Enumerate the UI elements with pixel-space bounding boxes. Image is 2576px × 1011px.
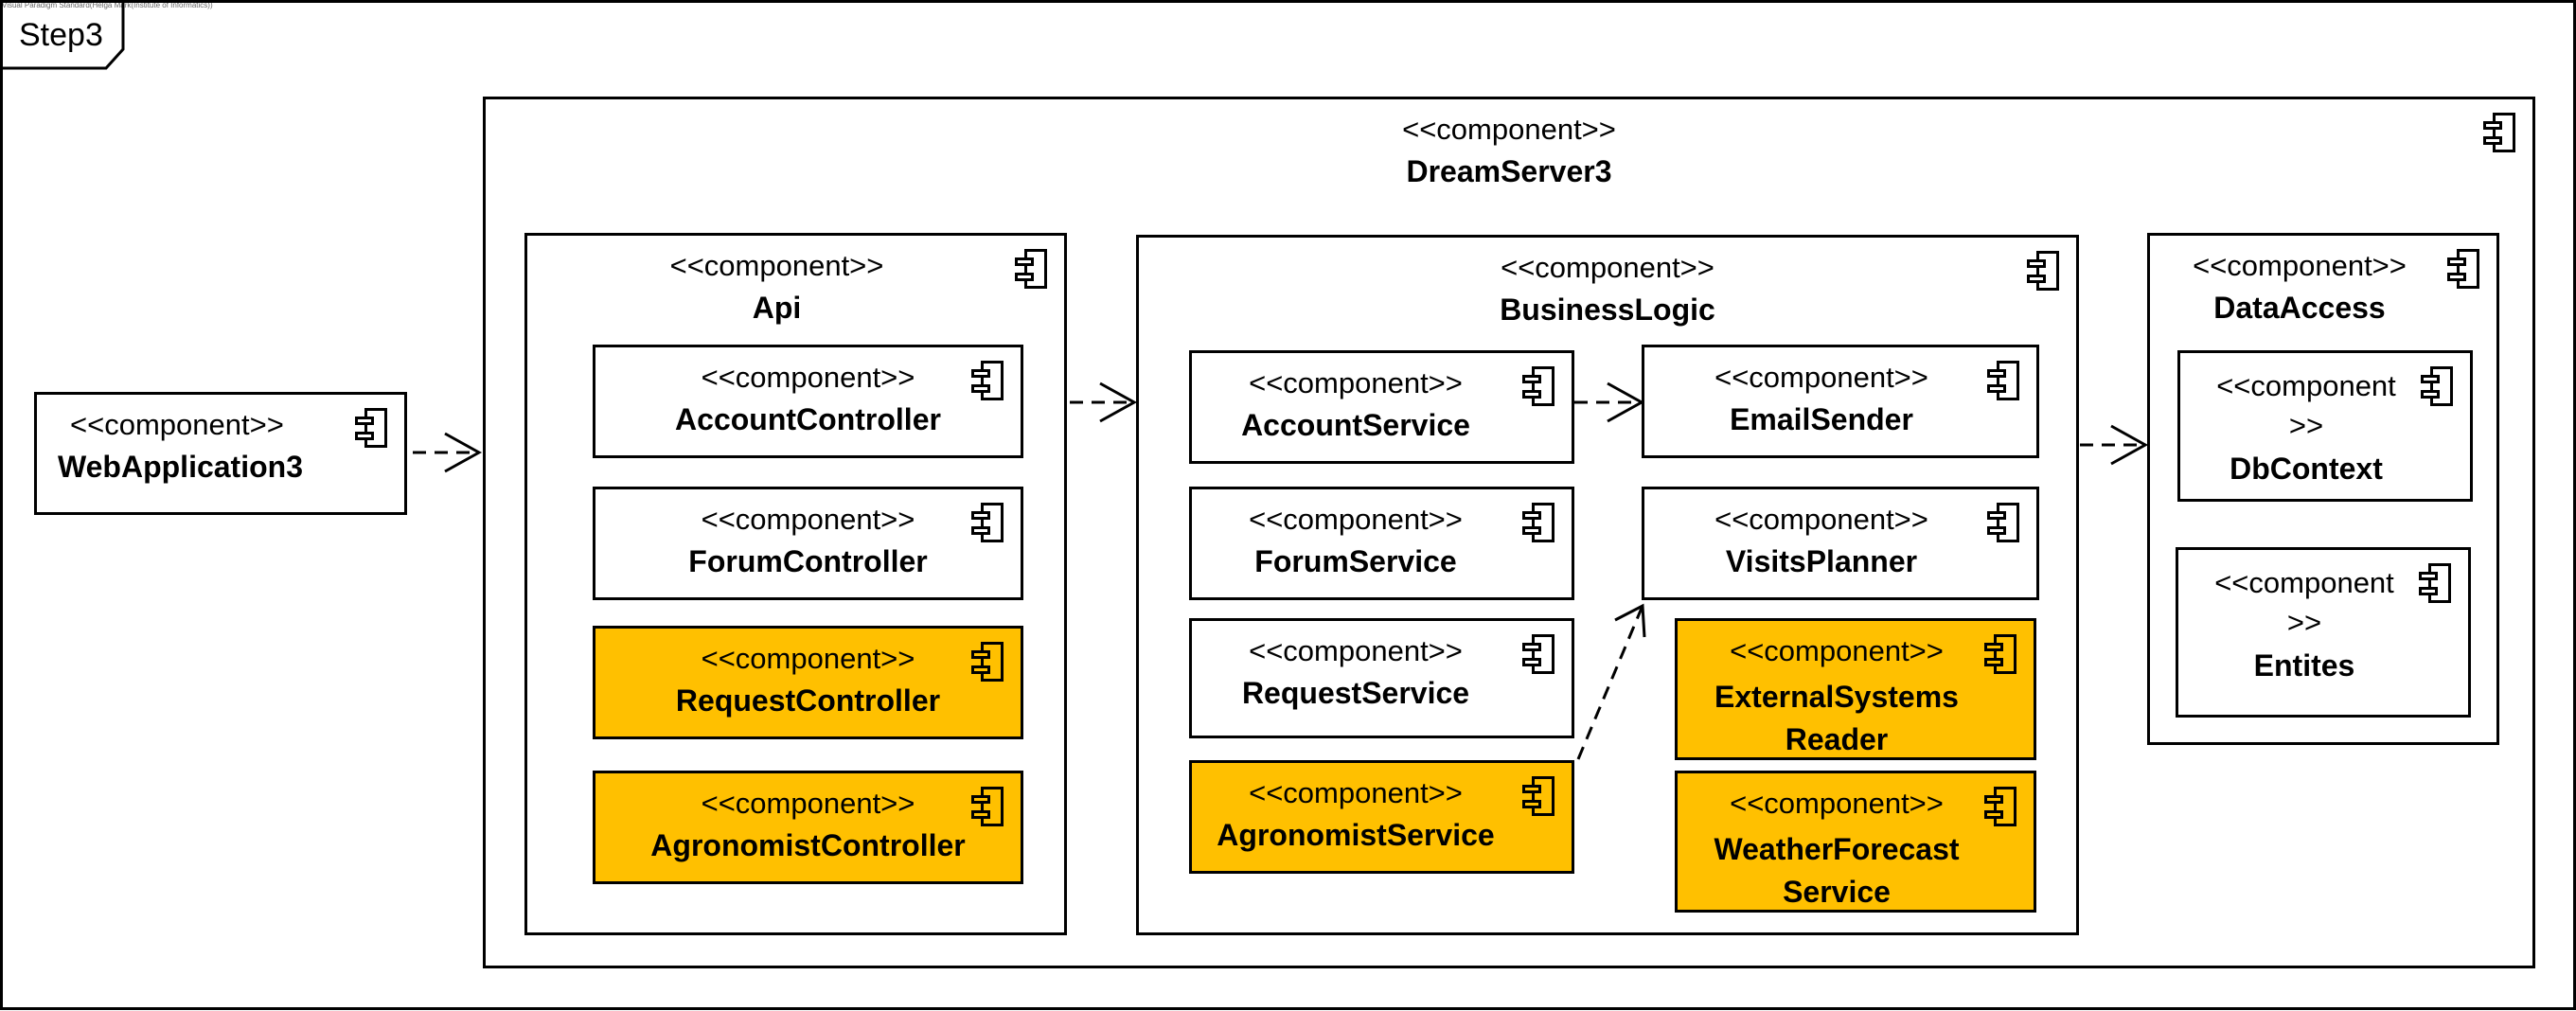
component-agronomistservice[interactable]: <<component>> AgronomistService — [1189, 760, 1574, 874]
stereotype-label: <<component>> — [669, 249, 884, 282]
component-dreamserver3[interactable]: <<component>> DreamServer3 — [483, 97, 2535, 968]
stereotype-label: <<component>> — [70, 408, 284, 441]
component-name: AgronomistService — [1217, 818, 1495, 852]
component-dataaccess[interactable]: <<component>> DataAccess — [2147, 233, 2499, 745]
component-icon — [971, 503, 1004, 542]
component-name: AccountService — [1241, 408, 1470, 442]
component-icon — [2483, 113, 2515, 152]
component-icon — [1522, 366, 1554, 406]
component-name: ForumService — [1254, 544, 1457, 578]
arrowhead-webapp-to-dreamserver — [444, 432, 483, 473]
component-icon — [1015, 249, 1047, 289]
stereotype-label: <<component>> — [701, 787, 915, 820]
component-name: EmailSender — [1730, 402, 1913, 436]
component-icon — [2419, 563, 2451, 603]
stereotype-label: <<component>> — [1714, 361, 1928, 394]
component-name: DbContext — [2230, 452, 2383, 486]
component-icon — [971, 642, 1004, 682]
component-icon — [1987, 503, 2019, 542]
stereotype-label: <<component >> — [2214, 566, 2394, 639]
component-entites[interactable]: <<component >> Entites — [2176, 547, 2471, 718]
stereotype-label: <<component>> — [1501, 251, 1714, 284]
stereotype-label: <<component>> — [1249, 503, 1463, 536]
component-name: VisitsPlanner — [1725, 544, 1918, 578]
component-requestcontroller[interactable]: <<component>> RequestController — [593, 626, 1023, 739]
component-icon — [2421, 366, 2453, 406]
component-icon — [355, 408, 387, 448]
stereotype-label: <<component>> — [1249, 366, 1463, 399]
component-dbcontext[interactable]: <<component >> DbContext — [2177, 350, 2473, 502]
component-externalsystemsreader[interactable]: <<component>> ExternalSystems Reader — [1675, 618, 2036, 760]
stereotype-label: <<component >> — [2216, 369, 2396, 442]
component-name: BusinessLogic — [1500, 293, 1715, 327]
component-name: WeatherForecast Service — [1714, 832, 1960, 909]
component-icon — [1522, 776, 1554, 816]
component-weatherforecastservice[interactable]: <<component>> WeatherForecast Service — [1675, 771, 2036, 913]
component-name: ForumController — [688, 544, 928, 578]
stereotype-label: <<component>> — [701, 361, 915, 394]
component-name: Entites — [2253, 648, 2355, 683]
stereotype-label: <<component>> — [701, 642, 915, 675]
component-icon — [1984, 634, 2016, 674]
component-emailsender[interactable]: <<component>> EmailSender — [1642, 345, 2039, 458]
component-name: Api — [752, 291, 802, 325]
component-icon — [1987, 361, 2019, 400]
component-forumservice[interactable]: <<component>> ForumService — [1189, 487, 1574, 600]
stereotype-label: <<component>> — [1402, 113, 1616, 146]
component-icon — [1522, 503, 1554, 542]
component-icon — [2447, 249, 2479, 289]
stereotype-label: <<component>> — [2193, 249, 2407, 282]
component-name: RequestController — [675, 683, 941, 718]
frame-label: Step3 — [19, 17, 103, 53]
component-name: AccountController — [675, 402, 941, 436]
component-name: DataAccess — [2213, 291, 2386, 325]
stereotype-label: <<component>> — [1249, 634, 1463, 667]
component-agronomistcontroller[interactable]: <<component>> AgronomistController — [593, 771, 1023, 884]
component-name: RequestService — [1241, 676, 1470, 710]
component-forumcontroller[interactable]: <<component>> ForumController — [593, 487, 1023, 600]
component-name: AgronomistController — [650, 828, 966, 862]
component-accountcontroller[interactable]: <<component>> AccountController — [593, 345, 1023, 458]
component-icon — [1522, 634, 1554, 674]
stereotype-label: <<component>> — [1714, 503, 1928, 536]
watermark-text: Visual Paradigm Standard(Helga Mark(Inst… — [2, 1, 213, 9]
component-webapplication3[interactable]: <<component>> WebApplication3 — [34, 392, 407, 515]
component-icon — [2027, 251, 2059, 291]
component-name: WebApplication3 — [58, 450, 303, 484]
component-visitsplanner[interactable]: <<component>> VisitsPlanner — [1642, 487, 2039, 600]
stereotype-label: <<component>> — [1730, 787, 1944, 820]
stereotype-label: <<component>> — [1730, 634, 1944, 667]
component-icon — [971, 361, 1004, 400]
component-api[interactable]: <<component>> Api — [524, 233, 1067, 935]
component-name: ExternalSystems Reader — [1714, 680, 1959, 756]
component-icon — [1984, 787, 2016, 826]
stereotype-label: <<component>> — [1249, 776, 1463, 809]
stereotype-label: <<component>> — [701, 503, 915, 536]
component-businesslogic[interactable]: <<component>> BusinessLogic — [1136, 235, 2079, 935]
component-name: DreamServer3 — [1406, 154, 1612, 188]
component-icon — [971, 787, 1004, 826]
component-accountservice[interactable]: <<component>> AccountService — [1189, 350, 1574, 464]
component-requestservice[interactable]: <<component>> RequestService — [1189, 618, 1574, 738]
